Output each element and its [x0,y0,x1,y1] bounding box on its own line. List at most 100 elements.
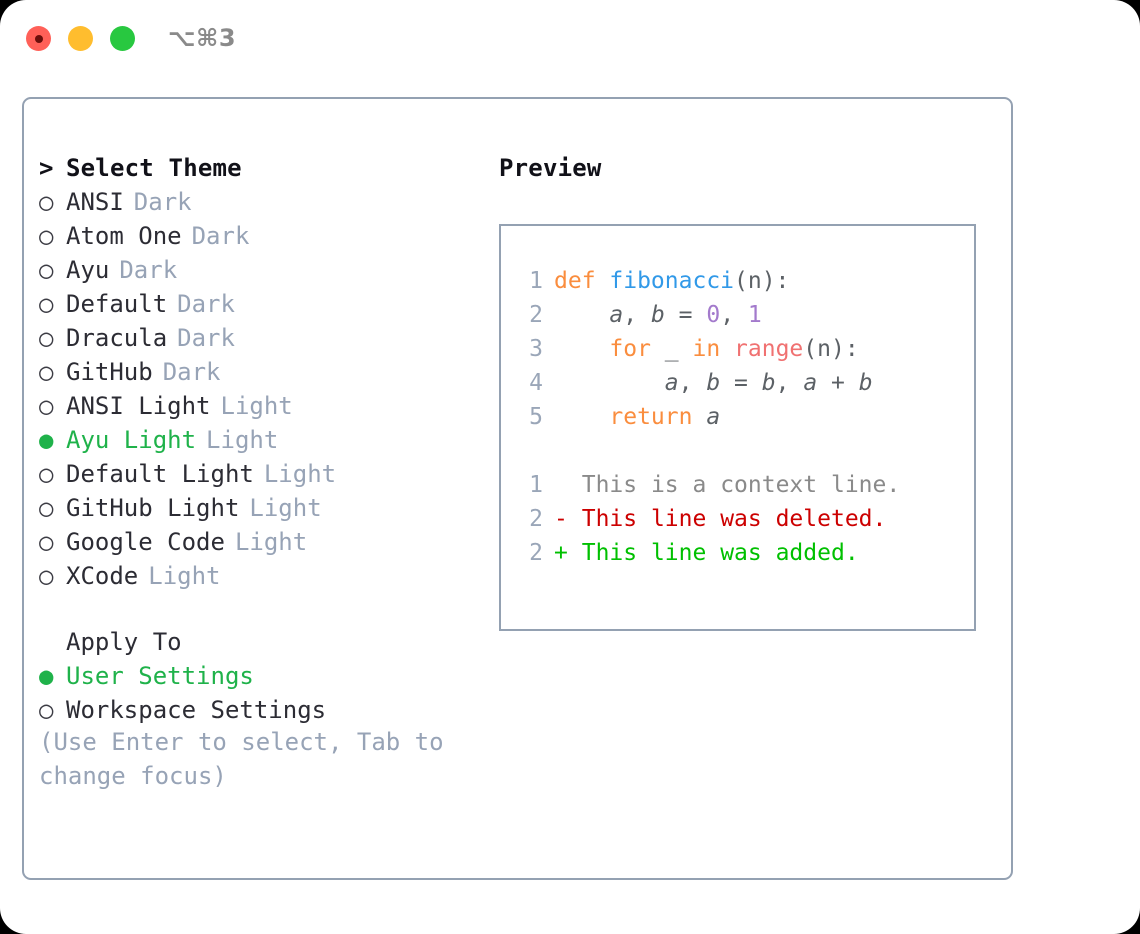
theme-variant-tag: Light [220,392,293,420]
radio-unselected-icon: ○ [39,562,54,590]
title-bar: ⌥⌘3 [0,0,1140,76]
diff-gap [568,472,582,498]
theme-name-label: Default Light [66,460,254,488]
code-token-plain: (n): [734,268,790,294]
apply-to-list: ●User Settings ○ Workspace Settings [39,659,499,727]
code-token-number: 1 [747,302,762,328]
code-token-plain: , [775,370,804,396]
diff-line: 2- This line was deleted. [519,502,974,536]
apply-to-option[interactable]: ●User Settings [39,659,499,693]
line-number: 3 [529,336,543,362]
theme-variant-tag: Dark [162,358,221,386]
diff-sample: 1 This is a context line.2- This line wa… [519,468,974,570]
theme-variant-tag: Dark [133,188,192,216]
select-theme-heading: > Select Theme [39,151,499,185]
radio-unselected-icon: ○ [39,460,54,488]
theme-list-item[interactable]: ● Ayu Light Light [39,423,499,457]
code-token-plain: = [664,302,707,328]
theme-name-label: Default [66,290,168,318]
code-token-function: fibonacci [609,268,735,294]
line-number: 2 [529,302,543,328]
code-line: 2 a, b = 0, 1 [519,298,974,332]
theme-name-label: ANSI Light [66,392,211,420]
radio-unselected-icon: ○ [39,392,54,420]
code-token-plain: , [678,370,707,396]
theme-name-label: Dracula [66,324,168,352]
radio-selected-icon: ● [39,662,54,690]
code-token-variable: a [664,370,679,396]
code-diff-spacer [519,434,974,468]
diff-sign: + [554,540,568,566]
apply-to-option[interactable]: ○ Workspace Settings [39,693,499,727]
theme-variant-tag: Light [234,528,308,556]
theme-name-label: Google Code [66,528,225,556]
code-token-plain [554,302,609,328]
diff-text: This line was added. [581,540,859,566]
code-token-plain: + [817,370,859,396]
code-token-plain: , [623,302,651,328]
theme-variant-tag: Light [206,426,279,454]
line-number: 1 [529,268,543,294]
code-token-plain: = [720,370,762,396]
theme-name-label: Atom One [66,222,182,250]
traffic-lights [26,26,135,51]
line-number: 4 [529,370,543,396]
code-token-plain: (n): [803,336,859,362]
prompt-caret-icon: > [39,154,54,182]
line-number: 2 [529,506,543,532]
theme-variant-tag: Light [263,460,337,488]
theme-name-label: GitHub Light [66,494,240,522]
apply-to-heading-label: Apply To [66,628,182,656]
theme-name-label: Ayu Light [66,426,197,454]
theme-list-item[interactable]: ○ Google Code Light [39,525,499,559]
code-token-plain [692,404,706,430]
code-token-keyword: return [609,404,693,430]
code-token-variable: b [761,370,776,396]
diff-line: 1 This is a context line. [519,468,974,502]
apply-to-heading: Apply To [39,625,499,659]
code-token-variable: a [706,404,721,430]
theme-variant-tag: Dark [119,256,178,284]
minimize-button[interactable] [68,26,93,51]
line-number: 2 [529,540,543,566]
code-line: 3 for _ in range(n): [519,332,974,366]
radio-selected-icon: ● [39,426,54,454]
theme-name-label: Ayu [66,256,110,284]
code-token-plain: , [720,302,748,328]
diff-gap [568,540,582,566]
code-token-variable: a [609,302,624,328]
code-token-variable: b [650,302,665,328]
code-token-number: 0 [706,302,721,328]
theme-list-item[interactable]: ○ Default Light Light [39,457,499,491]
apply-to-option-label: Workspace Settings [66,696,327,724]
close-button[interactable] [26,26,51,51]
code-token-plain [720,336,734,362]
preview-heading: Preview [499,154,602,182]
maximize-button[interactable] [110,26,135,51]
radio-unselected-icon: ○ [39,696,54,724]
theme-list-item[interactable]: ○ ANSI Light Light [39,389,499,423]
window-shortcut-label: ⌥⌘3 [168,24,237,52]
theme-variant-tag: Light [148,562,221,590]
diff-sign [554,472,568,498]
theme-variant-tag: Dark [177,324,235,352]
code-token-plain [554,404,609,430]
theme-name-label: GitHub [66,358,153,386]
code-token-keyword: for [609,336,651,362]
theme-variant-tag: Light [249,494,322,522]
code-token-plain [554,336,609,362]
radio-unselected-icon: ○ [39,528,54,556]
